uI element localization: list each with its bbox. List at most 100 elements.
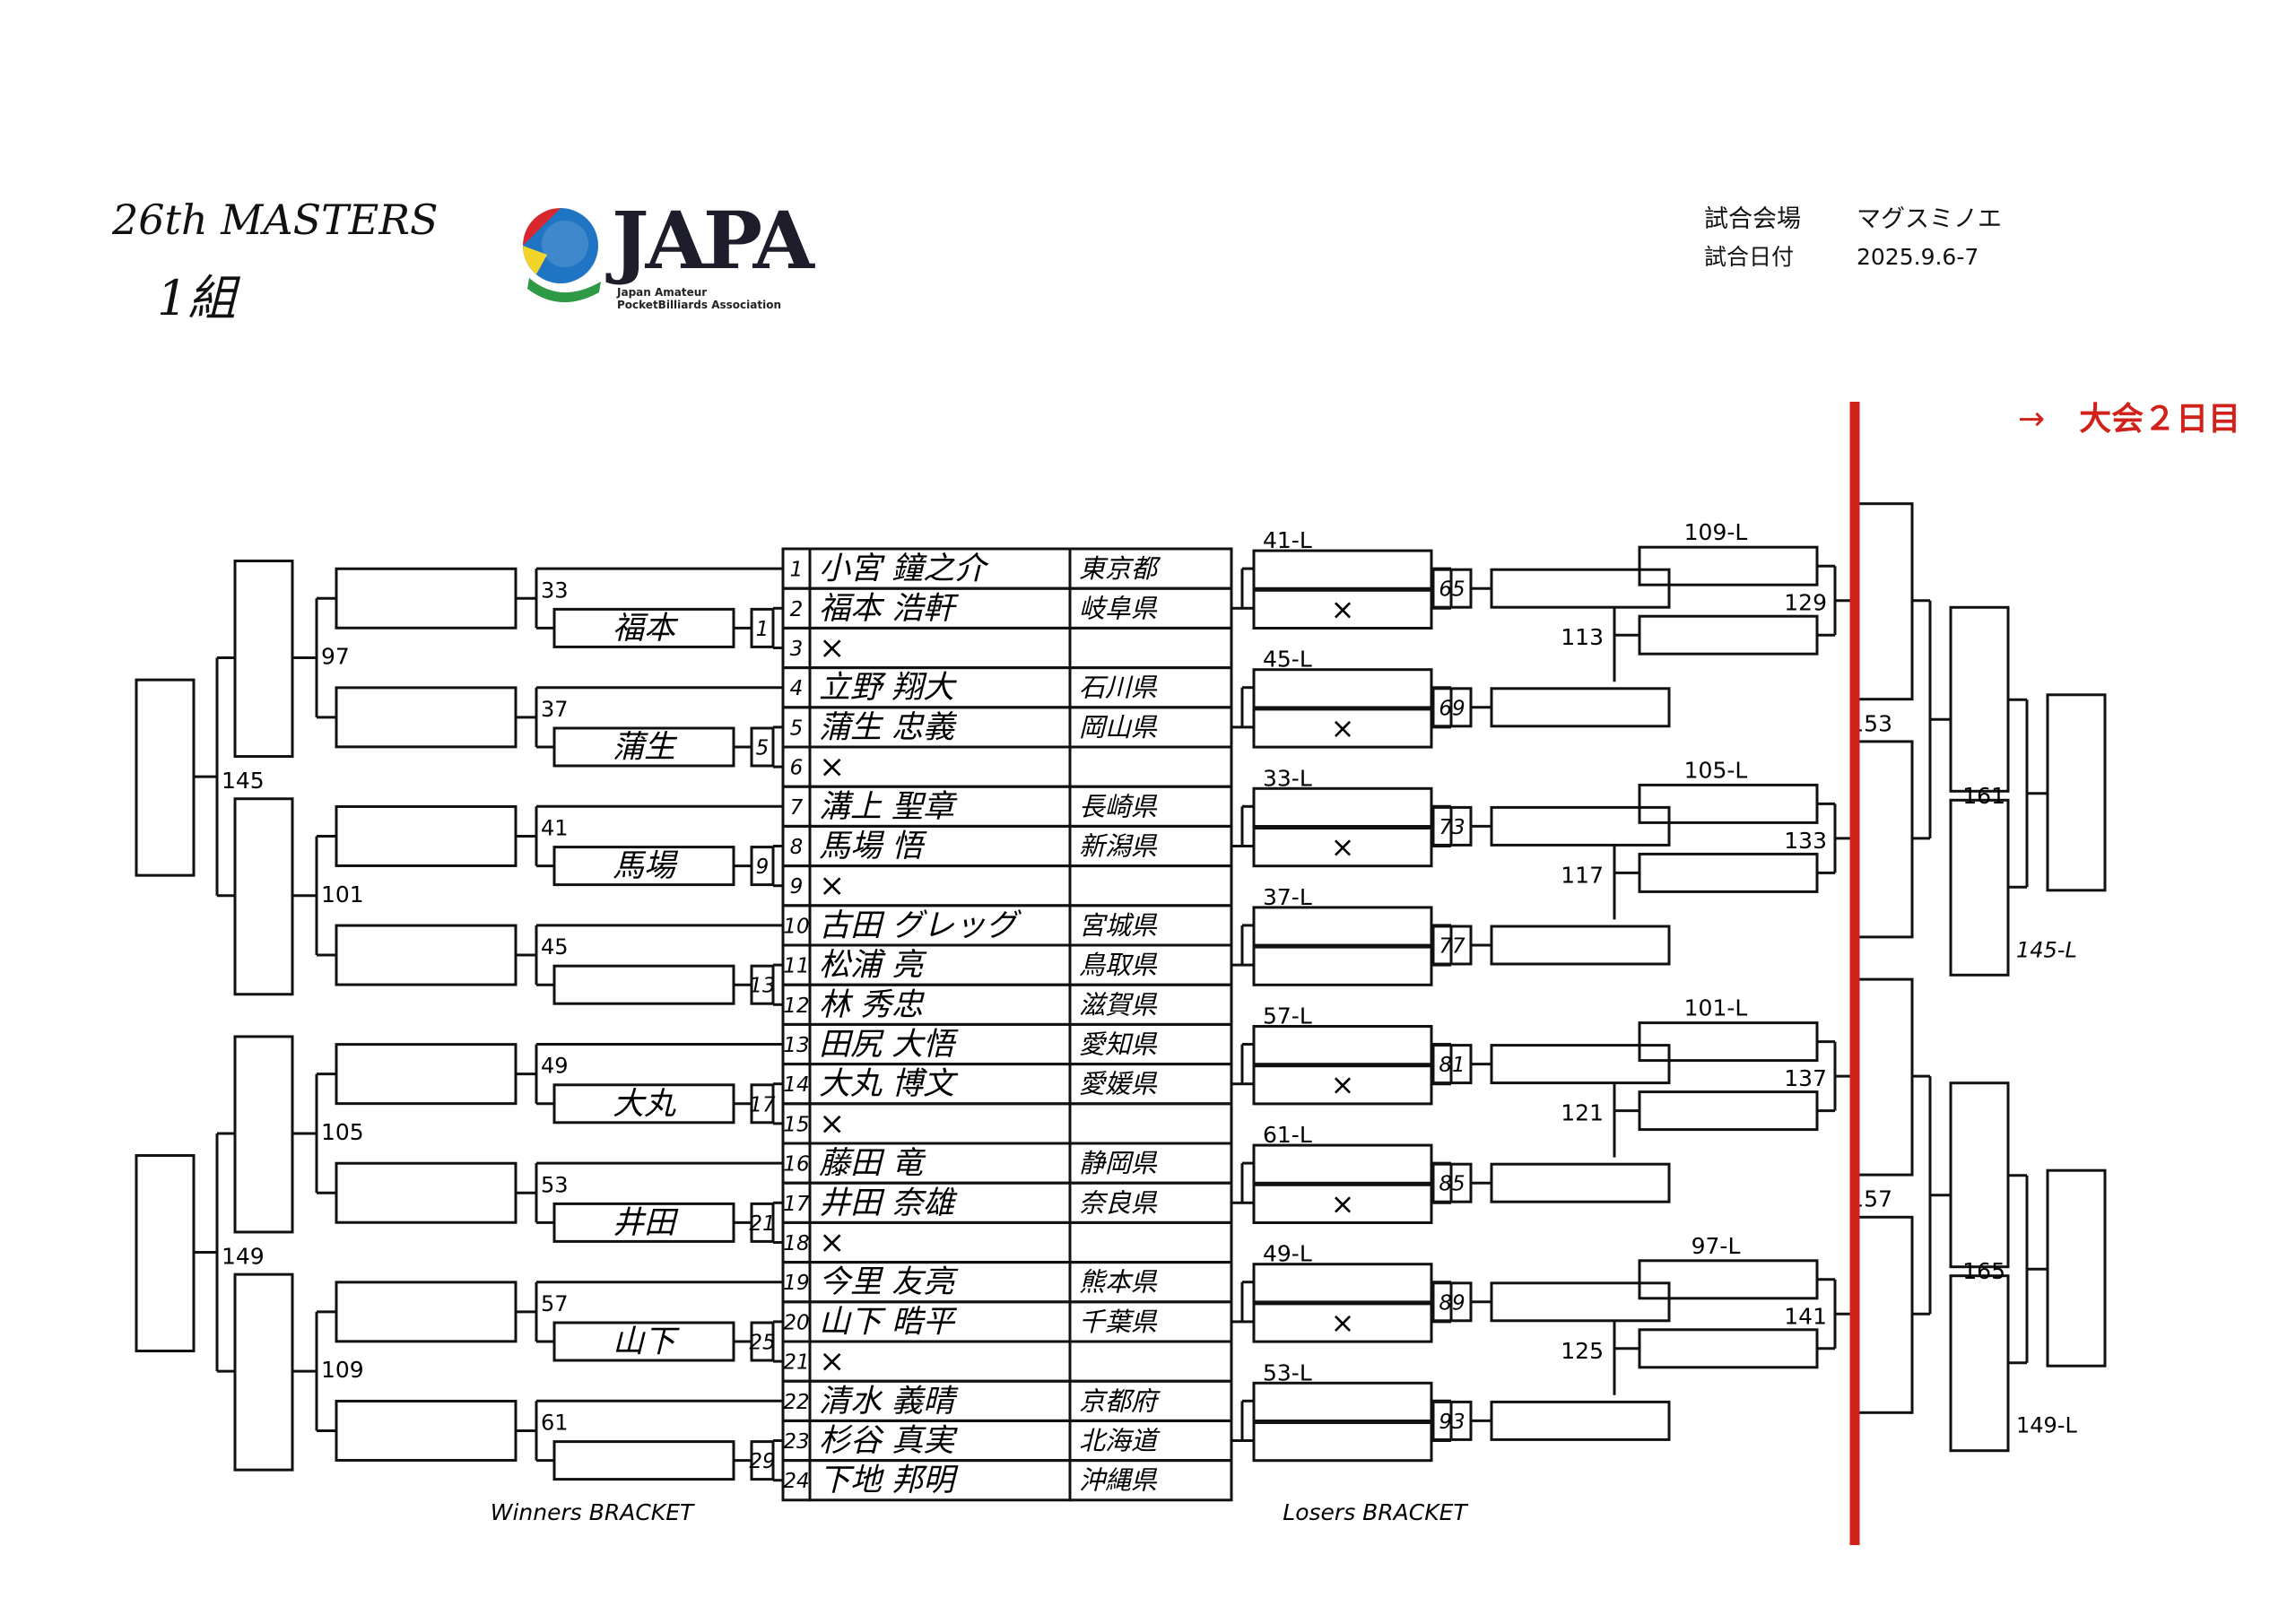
match-number: 33 [541,578,569,603]
losers-r1-box [1490,1400,1671,1441]
player-name: 立野 翔大 [819,670,957,706]
match-number: 109 [321,1357,364,1383]
losers-drop-box [1252,906,1433,947]
player-number: 12 [783,994,809,1018]
losers-drop-box [1252,1025,1433,1066]
player-number: 15 [783,1113,809,1136]
bye-marker: × [1331,711,1355,745]
player-name: 下地 邦明 [819,1463,959,1498]
losers-r1-box [1490,1162,1671,1203]
player-number: 20 [783,1311,809,1334]
player-number: 17 [783,1193,810,1216]
player-number: 14 [783,1073,809,1097]
losers-r3-box [1853,502,1914,701]
player-number: 5 [790,716,804,740]
losers-r3-box [1853,740,1914,939]
player-name: × [819,1225,845,1261]
winner-name: 福本 [613,611,679,647]
drop-label: 53-L [1263,1359,1312,1385]
winners-r1-box [552,1440,735,1481]
player-number: 6 [790,757,804,780]
drop-label: 33-L [1263,765,1312,791]
losers-entry-box [1252,1421,1433,1463]
losers-r2-drop-box [1638,1259,1819,1300]
match-number: 49 [541,1054,569,1079]
winners-r2-box [335,924,517,986]
losers-r1-box [1490,1281,1671,1323]
player-prefecture: 京都府 [1079,1385,1161,1416]
losers-r2-box [1638,1328,1819,1369]
venue-row: 試合会場マグスミノエ [1704,199,2002,234]
logo-subtitle-2: PocketBilliards Association [617,299,781,311]
player-prefecture: 鳥取県 [1079,950,1158,980]
date-value: 2025.9.6-7 [1857,244,1979,270]
player-number: 3 [790,638,804,661]
venue-value: マグスミノエ [1857,205,2002,233]
losers-r1-box [1490,1044,1671,1085]
drop-label: 37-L [1263,884,1312,910]
match-number: 53 [541,1172,569,1197]
player-name: 古田 グレッグ [819,908,1022,943]
match-number: 29 [749,1450,775,1473]
losers-drop-box [1252,786,1433,828]
player-name: 大丸 博文 [819,1066,959,1102]
match-number: 101 [321,881,364,908]
match-number: 113 [1561,624,1604,650]
player-name-cell [808,626,1072,670]
player-name-cell [808,1340,1072,1383]
player-number: 7 [790,796,804,820]
player-prefecture: 静岡県 [1079,1148,1158,1178]
winner-name: 山下 [613,1324,680,1360]
winner-name: 大丸 [613,1086,676,1122]
winner-name: 井田 [613,1205,679,1241]
match-number: 25 [749,1332,775,1355]
drop-label: 145-L [2016,937,2077,962]
player-prefecture: 北海道 [1079,1426,1161,1456]
player-name: × [819,750,845,786]
player-name: 山下 晧平 [819,1304,958,1340]
winners-r2-box [335,1043,517,1106]
losers-r2-box [1638,852,1819,893]
losers-entry-box [1252,945,1433,986]
player-name: 松浦 亮 [819,948,927,984]
event-title: 26th MASTERS [112,195,439,244]
player-name: 井田 奈雄 [819,1185,958,1221]
player-name: × [819,868,845,904]
drop-label: 109-L [1684,519,1748,545]
bye-marker: × [1331,1306,1355,1340]
match-number: 149 [222,1244,265,1270]
player-pref-cell [1068,1220,1233,1264]
player-number: 2 [790,598,804,621]
drop-label: 49-L [1263,1241,1312,1267]
match-number: 69 [1439,697,1465,720]
match-number: 41 [541,815,569,840]
player-number: 23 [783,1430,809,1454]
winners-r3-box [233,1035,294,1234]
losers-r2-drop-box [1638,783,1819,824]
match-number: 17 [749,1093,776,1116]
bye-marker: × [1331,1186,1355,1220]
player-name: 蒲生 忠義 [819,709,958,745]
player-pref-cell [1068,1340,1233,1383]
losers-r2-drop-box [1638,545,1819,586]
player-name: 杉谷 真実 [819,1423,958,1459]
player-prefecture: 岐阜県 [1079,593,1158,623]
match-number: 73 [1439,816,1465,839]
player-pref-cell [1068,1102,1233,1145]
bye-marker: × [1331,592,1355,626]
losers-r1-box [1490,925,1671,966]
date-label: 試合日付 [1704,244,1795,270]
losers-r2-box [1638,614,1819,656]
match-number: 9 [756,855,770,879]
player-prefecture: 新潟県 [1079,831,1158,862]
match-number: 5 [756,737,770,760]
losers-drop-box [1252,1143,1433,1185]
player-name-cell [808,864,1072,908]
player-prefecture: 岡山県 [1079,712,1158,743]
winners-r3-box [233,560,294,759]
drop-label: 149-L [2016,1413,2077,1438]
player-prefecture: 石川県 [1079,673,1158,703]
player-number: 13 [783,1034,809,1057]
match-number: 21 [749,1212,775,1236]
losers-drop-box [1252,668,1433,709]
